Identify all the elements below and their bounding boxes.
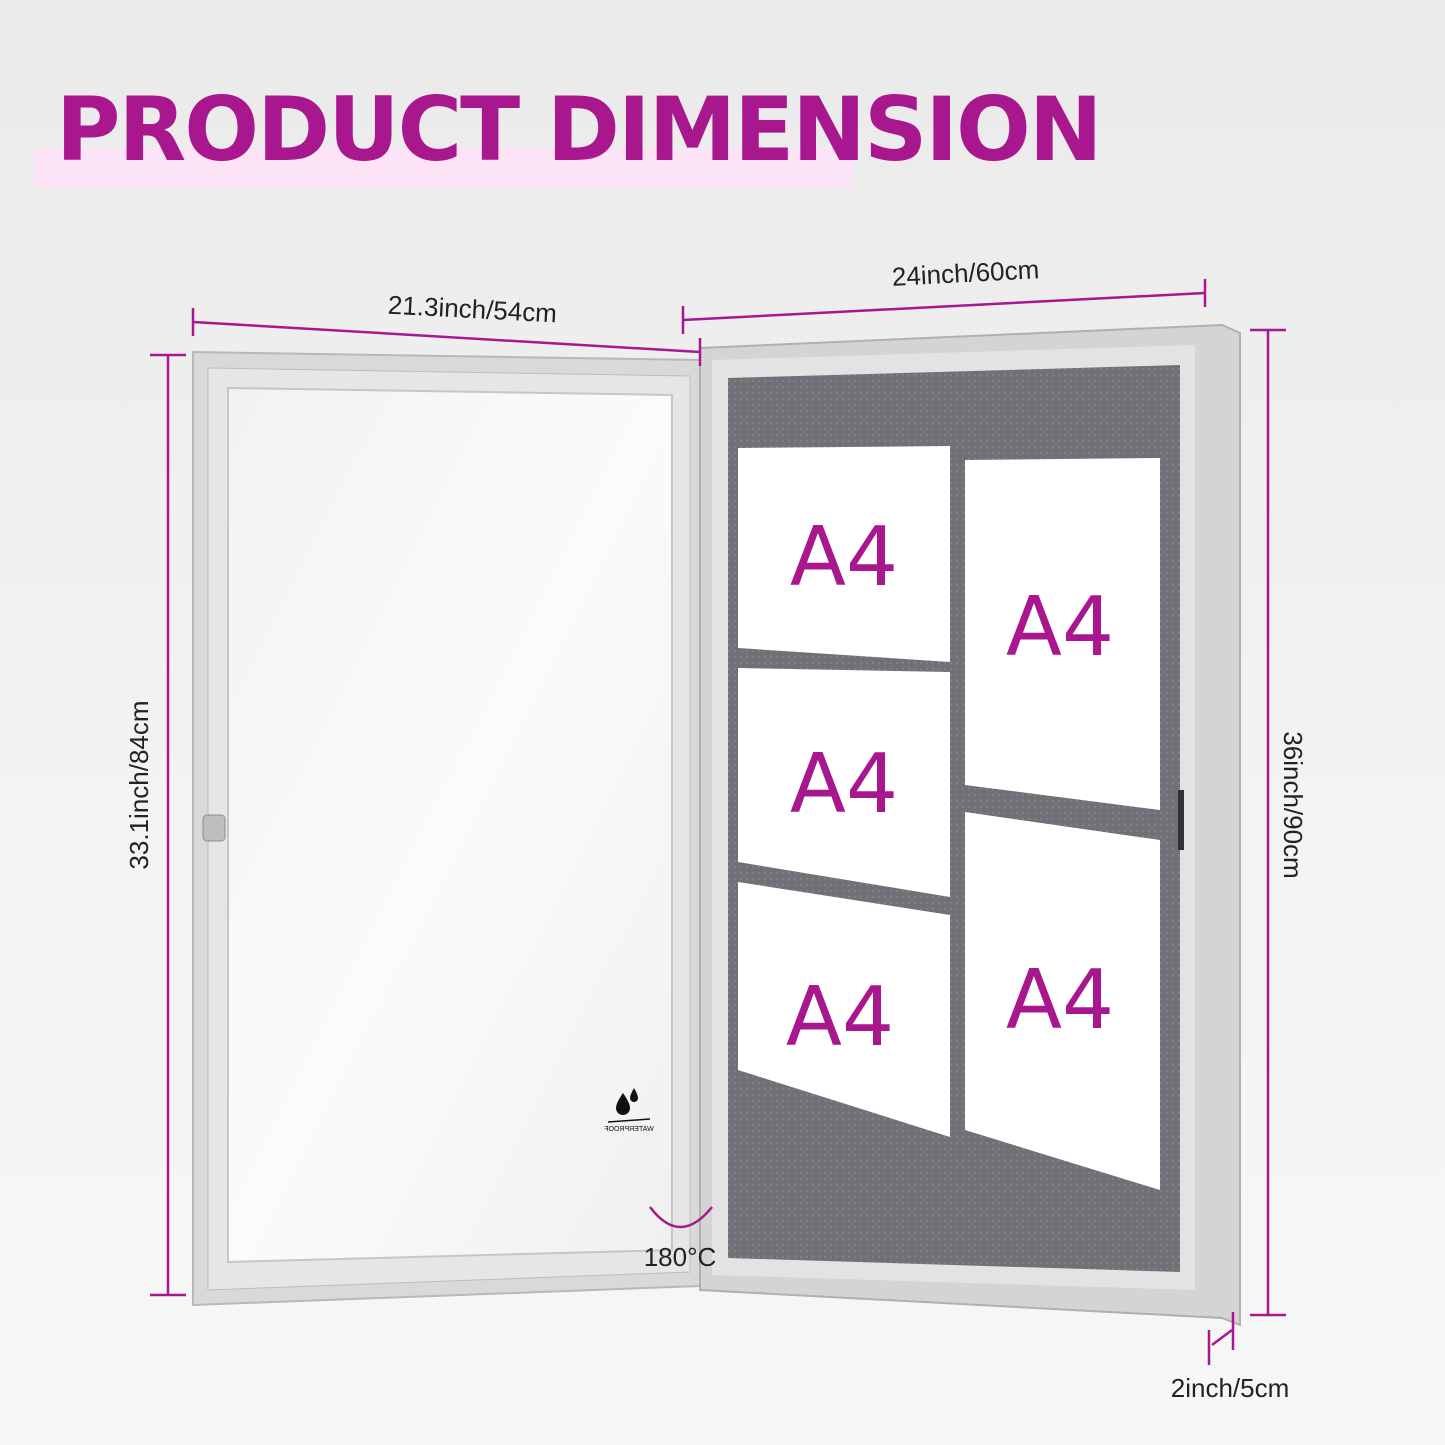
- depth-label: 2inch/5cm: [1171, 1373, 1290, 1403]
- cabinet-height-line: [1250, 328, 1286, 1317]
- rotation-arrow-icon: [649, 1206, 713, 1229]
- svg-text:A4: A4: [1006, 953, 1114, 1048]
- title-highlight: [35, 148, 853, 188]
- paper-a4-3: A4: [738, 668, 950, 897]
- svg-text:A4: A4: [1006, 580, 1114, 675]
- svg-text:A4: A4: [786, 970, 894, 1065]
- door-width-line: [191, 308, 702, 366]
- door-height-label: 33.1inch/84cm: [124, 700, 154, 869]
- waterproof-label: WATERPROOF: [604, 1126, 653, 1133]
- opening-angle-label: 180°C: [644, 1242, 717, 1272]
- glass-door: [192, 350, 701, 1307]
- door-width-label: 21.3inch/54cm: [387, 290, 557, 329]
- waterproof-icon: [607, 1088, 651, 1123]
- paper-a4-5: A4: [965, 812, 1160, 1190]
- paper-a4-2: A4: [965, 458, 1160, 810]
- lock-icon: [202, 814, 226, 842]
- page-title: PRODUCT DIMENSION: [56, 78, 1103, 181]
- door-height-line: [150, 353, 186, 1297]
- svg-text:A4: A4: [790, 737, 898, 832]
- paper-a4-1: A4: [738, 446, 950, 662]
- cabinet-width-line: [681, 279, 1207, 334]
- cabinet-height-label: 36inch/90cm: [1278, 731, 1308, 878]
- paper-a4-4: A4: [738, 882, 950, 1137]
- depth-line: [1207, 1312, 1235, 1365]
- waterproof-badge: WATERPROOF: [604, 1088, 654, 1133]
- cabinet-width-label: 24inch/60cm: [891, 254, 1040, 292]
- svg-text:A4: A4: [790, 510, 898, 605]
